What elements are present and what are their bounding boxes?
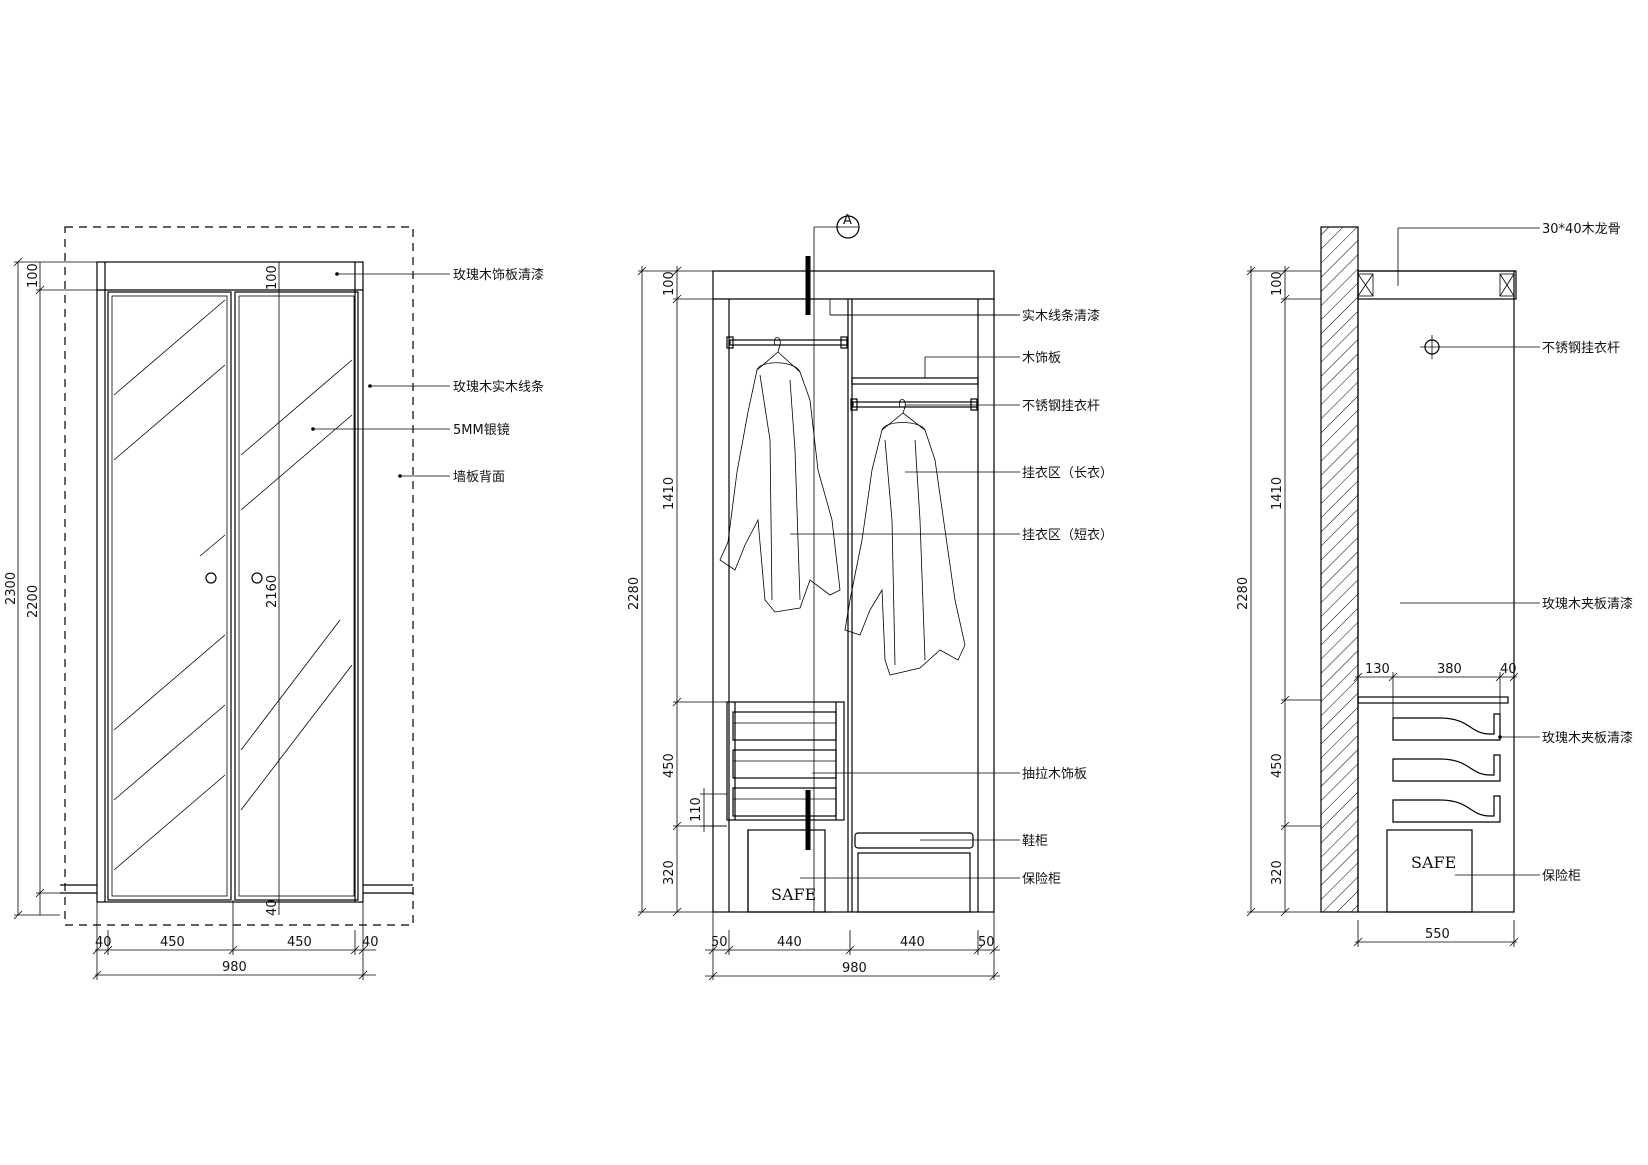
interior-dim-w-left: 50 (711, 935, 728, 950)
hanging-rod-left (729, 339, 848, 346)
side-dim-drawers: 450 (1270, 753, 1285, 778)
side-dim-top: 100 (1270, 271, 1285, 296)
front-dim-door-h: 2160 (265, 575, 280, 608)
wood-shelf (851, 377, 979, 385)
mirror-hatch (113, 299, 353, 871)
front-view: 玫瑰木饰板清漆 玫瑰木实木线条 5MM银镜 墙板背面 100 2300 2200… (4, 226, 544, 980)
side-label-panel: 玫瑰木夹板清漆 (1542, 596, 1633, 612)
interior-dim-drawers: 450 (662, 753, 677, 778)
side-label-keel: 30*40木龙骨 (1542, 222, 1621, 237)
front-dim-top: 100 (26, 263, 41, 288)
side-safe-label: SAFE (1411, 853, 1456, 872)
interior-label-shelf: 木饰板 (1022, 351, 1061, 366)
interior-label-short-hang: 挂衣区（短衣） (1022, 527, 1113, 543)
drawer-stack (726, 701, 845, 821)
side-label-drawer-panel: 玫瑰木夹板清漆 (1542, 730, 1633, 746)
front-label-mirror: 5MM银镜 (453, 423, 510, 438)
interior-label-trim: 实木线条清漆 (1022, 308, 1100, 324)
interior-view: A (627, 213, 1113, 981)
side-dim-d1: 130 (1365, 662, 1390, 677)
short-coat (844, 399, 966, 676)
interior-dim-w-bay2: 440 (900, 935, 925, 950)
side-label-rod: 不锈钢挂衣杆 (1542, 340, 1620, 356)
interior-dim-bottom: 320 (662, 860, 677, 885)
interior-label-shoe: 鞋柜 (1022, 833, 1048, 849)
side-dim-d2: 380 (1437, 662, 1462, 677)
mirror-door-right (234, 291, 359, 901)
interior-dim-total-w: 980 (842, 961, 867, 976)
side-label-safe: 保险柜 (1542, 869, 1581, 884)
side-dim-d3: 40 (1500, 662, 1517, 677)
side-dim-hang: 1410 (1270, 477, 1285, 510)
wall-section (1320, 226, 1359, 913)
front-dim-total-h: 2300 (4, 572, 19, 605)
side-drawers (1392, 713, 1501, 823)
interior-dim-top: 100 (662, 271, 677, 296)
interior-dim-w-bay1: 440 (777, 935, 802, 950)
front-dim-w-right: 40 (362, 935, 379, 950)
front-dim-bottom-gap: 40 (265, 899, 280, 916)
long-coat (719, 337, 841, 613)
wood-keel (1357, 270, 1517, 300)
front-wall-outline (64, 226, 414, 926)
side-dim-total-h: 2280 (1236, 577, 1251, 610)
hanging-rod-right (852, 401, 978, 408)
shoe-cabinet (857, 852, 971, 913)
interior-label-drawer: 抽拉木饰板 (1022, 767, 1087, 782)
drawer-3 (732, 787, 837, 817)
front-label-wall: 墙板背面 (453, 470, 505, 485)
front-dim-w-door1: 450 (160, 935, 185, 950)
side-dim-total-d: 550 (1425, 927, 1450, 942)
mirror-door-left (107, 291, 232, 901)
front-dim-inner-h: 2200 (26, 585, 41, 618)
interior-label-rod: 不锈钢挂衣杆 (1022, 398, 1100, 414)
interior-dim-total-h: 2280 (627, 577, 642, 610)
front-label-trim: 玫瑰木实木线条 (453, 379, 544, 395)
side-dim-bottom: 320 (1270, 860, 1285, 885)
interior-label-safe: 保险柜 (1022, 872, 1061, 887)
front-label-veneer: 玫瑰木饰板清漆 (453, 267, 544, 283)
interior-carcass (712, 270, 995, 913)
interior-dim-drawer: 110 (689, 797, 704, 822)
side-view: SAFE 30*40木龙骨 不锈钢挂衣杆 玫瑰木夹板清漆 玫瑰木夹板清漆 保险柜 (1236, 222, 1633, 947)
side-shelf (1357, 696, 1509, 704)
front-carcass (96, 261, 364, 903)
interior-dim-w-right: 50 (978, 935, 995, 950)
side-safe-box (1386, 829, 1473, 913)
interior-label-long-hang: 挂衣区（长衣） (1022, 465, 1113, 481)
interior-dim-hang: 1410 (662, 477, 677, 510)
front-dim-w-left: 40 (95, 935, 112, 950)
door-knob-right (251, 572, 263, 584)
section-marker-label: A (843, 213, 852, 228)
drawer-1 (732, 711, 837, 741)
door-knob-left (205, 572, 217, 584)
front-dim-total-w: 980 (222, 960, 247, 975)
front-dim-top-inner: 100 (265, 265, 280, 290)
drawer-2 (732, 749, 837, 779)
safe-label: SAFE (771, 885, 816, 904)
front-dim-w-door2: 450 (287, 935, 312, 950)
shoe-cabinet-top (854, 832, 974, 849)
